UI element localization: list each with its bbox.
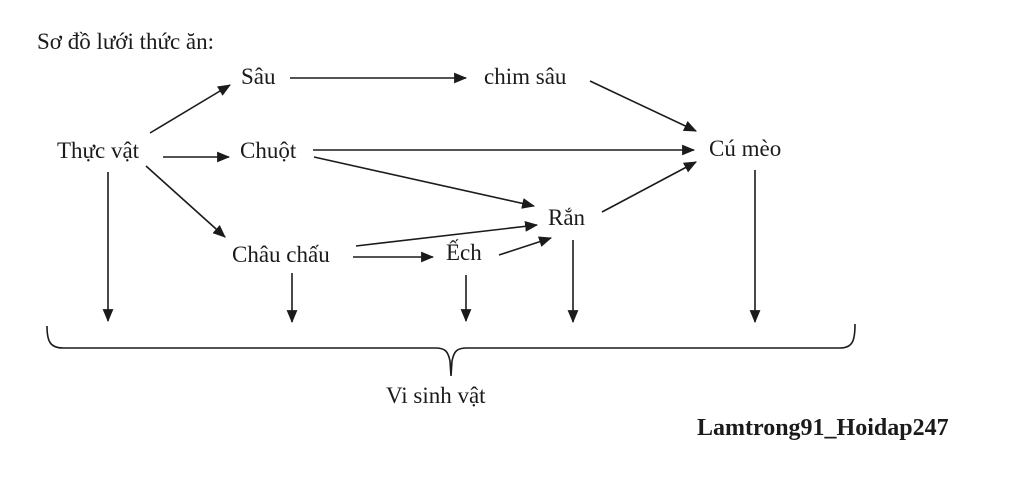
underbrace (46, 323, 856, 377)
node-thuc-vat: Thực vật (57, 138, 140, 163)
arrow-ran-to-cumeo (601, 161, 697, 213)
arrow-thucvat-to-chauchau (145, 165, 226, 238)
node-chim-sau: chim sâu (484, 64, 567, 89)
node-cu-meo: Cú mèo (709, 136, 782, 161)
arrow-thucvat-to-sau (149, 84, 231, 134)
node-vi-sinh-vat: Vi sinh vật (386, 383, 486, 408)
arrow-chauchau-to-ran (355, 220, 539, 247)
arrow-chuot-to-ran (313, 156, 536, 209)
arrow-chimsau-to-cumeo (589, 80, 697, 132)
node-sau: Sâu (241, 64, 276, 89)
node-ran: Rắn (548, 205, 586, 230)
arrow-ech-to-ran (498, 236, 553, 256)
node-chau-chau: Châu chấu (232, 242, 330, 267)
node-ech: Ếch (446, 240, 482, 265)
watermark: Lamtrong91_Hoidap247 (697, 415, 949, 441)
diagram-title: Sơ đồ lưới thức ăn: (37, 29, 215, 54)
node-chuot: Chuột (240, 138, 297, 163)
